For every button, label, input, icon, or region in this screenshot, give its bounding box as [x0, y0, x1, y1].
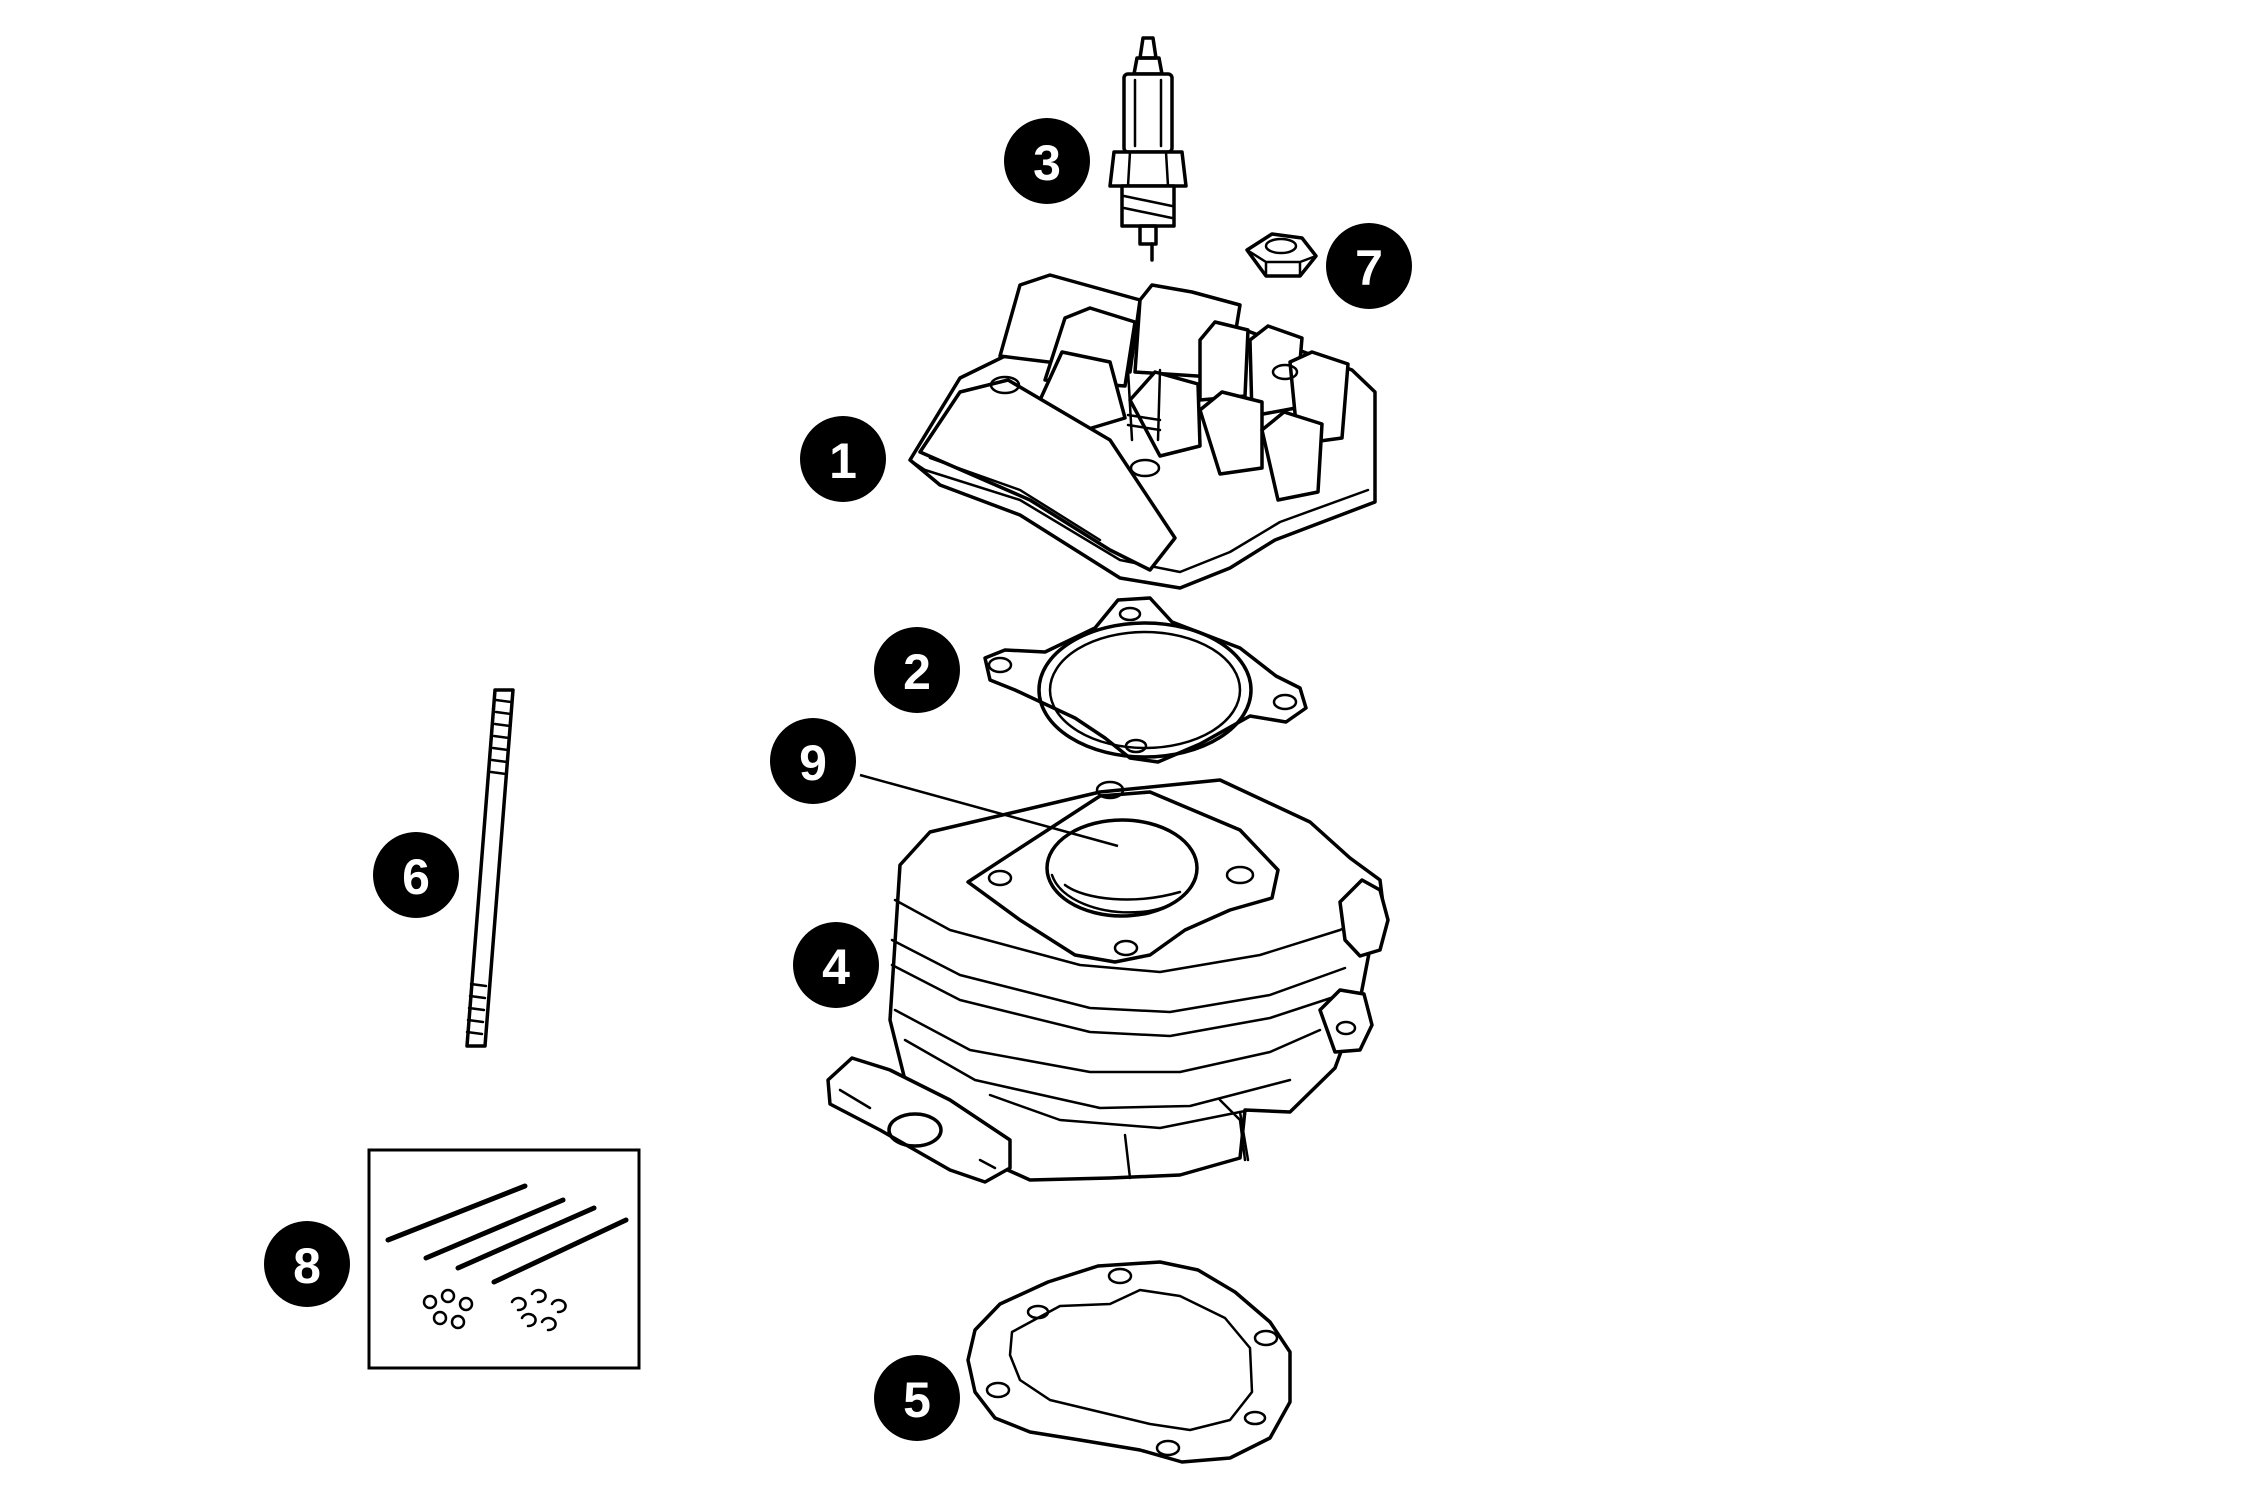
callout-head-gasket: 2: [874, 627, 960, 713]
callout-hardware-kit: 8: [264, 1221, 350, 1307]
callout-cylinder-head: 1: [800, 416, 886, 502]
callout-hardware-kit-label: 8: [293, 1238, 321, 1294]
base-gasket-drawing: [966, 1260, 1292, 1464]
piston-leader-line: [859, 773, 1119, 848]
callout-stud-label: 6: [402, 849, 430, 905]
callout-piston-label: 9: [799, 735, 827, 791]
callout-cylinder: 4: [793, 922, 879, 1008]
cylinder-drawing: [826, 778, 1390, 1184]
callout-spark-plug: 3: [1004, 118, 1090, 204]
callout-base-gasket: 5: [874, 1355, 960, 1441]
callout-head-gasket-label: 2: [903, 644, 931, 700]
cylinder-head-drawing: [908, 273, 1377, 590]
stud-drawing: [465, 688, 515, 1048]
head-gasket-drawing: [983, 596, 1308, 764]
callout-spark-plug-label: 3: [1033, 135, 1061, 191]
nut-drawing: [1245, 232, 1318, 278]
spark-plug-drawing: [1108, 36, 1188, 262]
callout-stud: 6: [373, 832, 459, 918]
callout-nut-label: 7: [1355, 240, 1383, 296]
callout-nut: 7: [1326, 223, 1412, 309]
callout-cylinder-head-label: 1: [829, 433, 857, 489]
callout-base-gasket-label: 5: [903, 1372, 931, 1428]
callout-cylinder-label: 4: [822, 939, 850, 995]
hardware-kit-drawing: [367, 1148, 641, 1370]
callout-piston: 9: [770, 718, 856, 804]
